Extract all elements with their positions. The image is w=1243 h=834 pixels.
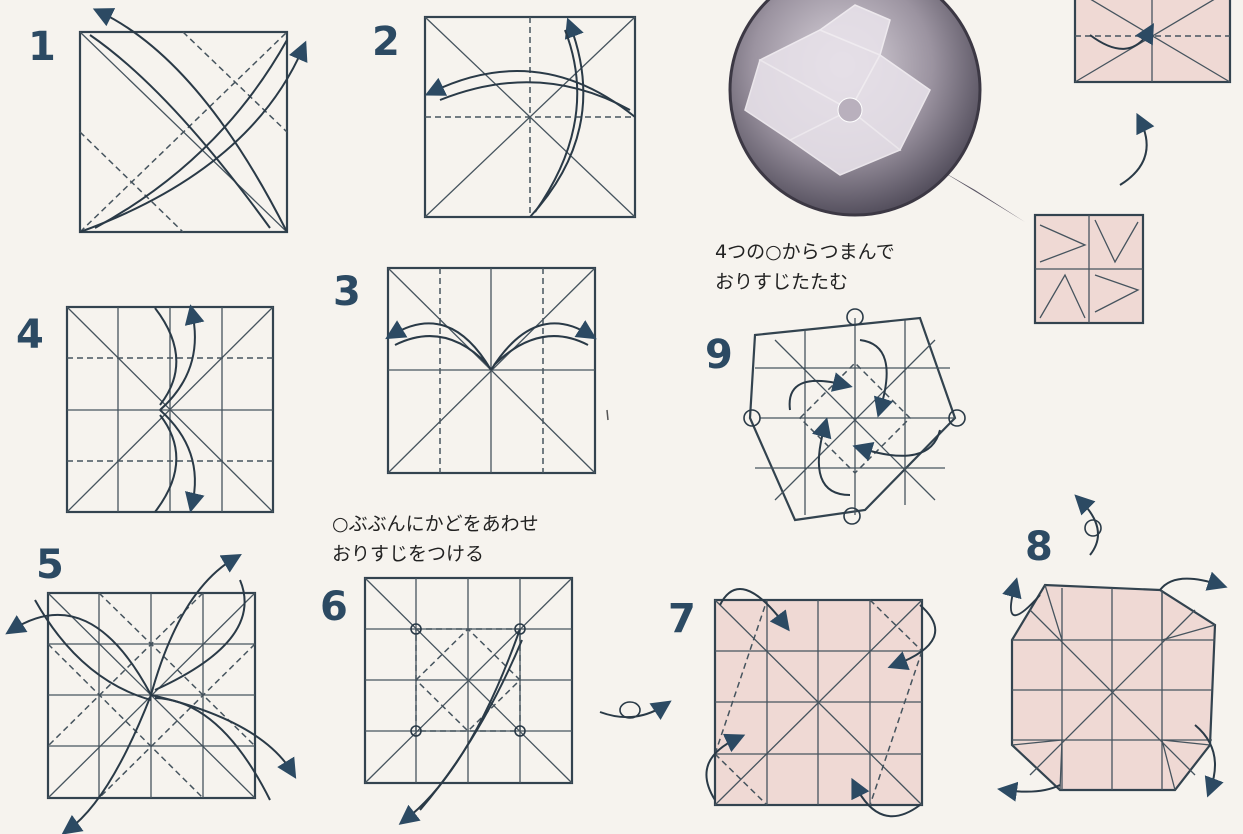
result-square-middle — [1035, 215, 1143, 323]
finished-model-photo — [730, 0, 1025, 222]
step-2: 2 — [372, 17, 635, 217]
arrow-up-icon — [1120, 120, 1147, 185]
step-number-4: 4 — [16, 312, 44, 358]
step-number-7: 7 — [668, 596, 696, 642]
step-4: 4 — [16, 307, 273, 512]
step-9-caption-line1: 4つの○からつまんで — [715, 241, 895, 263]
step-number-8: 8 — [1025, 524, 1053, 570]
fold-arrow-icon — [432, 71, 635, 117]
step-1: 1 — [28, 12, 303, 232]
fold-arrow-icon — [491, 323, 590, 370]
step-9: 9 — [705, 309, 965, 524]
step-number-6: 6 — [320, 584, 348, 630]
grab-point-bottom — [844, 508, 860, 524]
result-square-top — [1075, 0, 1230, 82]
turn-over-icon — [1080, 500, 1098, 555]
step-6-caption-line1: ○ぶぶんにかどをあわせ — [332, 513, 539, 535]
fold-arrow-icon — [160, 312, 195, 410]
turn-over-icon — [600, 702, 665, 718]
step-6-caption-line2: おりすじをつける — [332, 543, 484, 565]
step-3: 3 — [333, 268, 595, 473]
step-6: 6 — [320, 578, 572, 820]
step-5: 5 — [12, 542, 292, 830]
step-number-9: 9 — [705, 332, 733, 378]
step-number-1: 1 — [28, 24, 56, 70]
step-number-2: 2 — [372, 19, 400, 65]
step-number-3: 3 — [333, 269, 361, 315]
step-7: 7 — [668, 589, 935, 816]
fold-arrow-icon — [100, 12, 287, 232]
step-number-5: 5 — [36, 542, 64, 588]
step-9-caption-line2: おりすじたたむ — [715, 271, 848, 293]
step-8: 8 — [1005, 500, 1220, 792]
fold-arrow-icon — [392, 323, 491, 370]
